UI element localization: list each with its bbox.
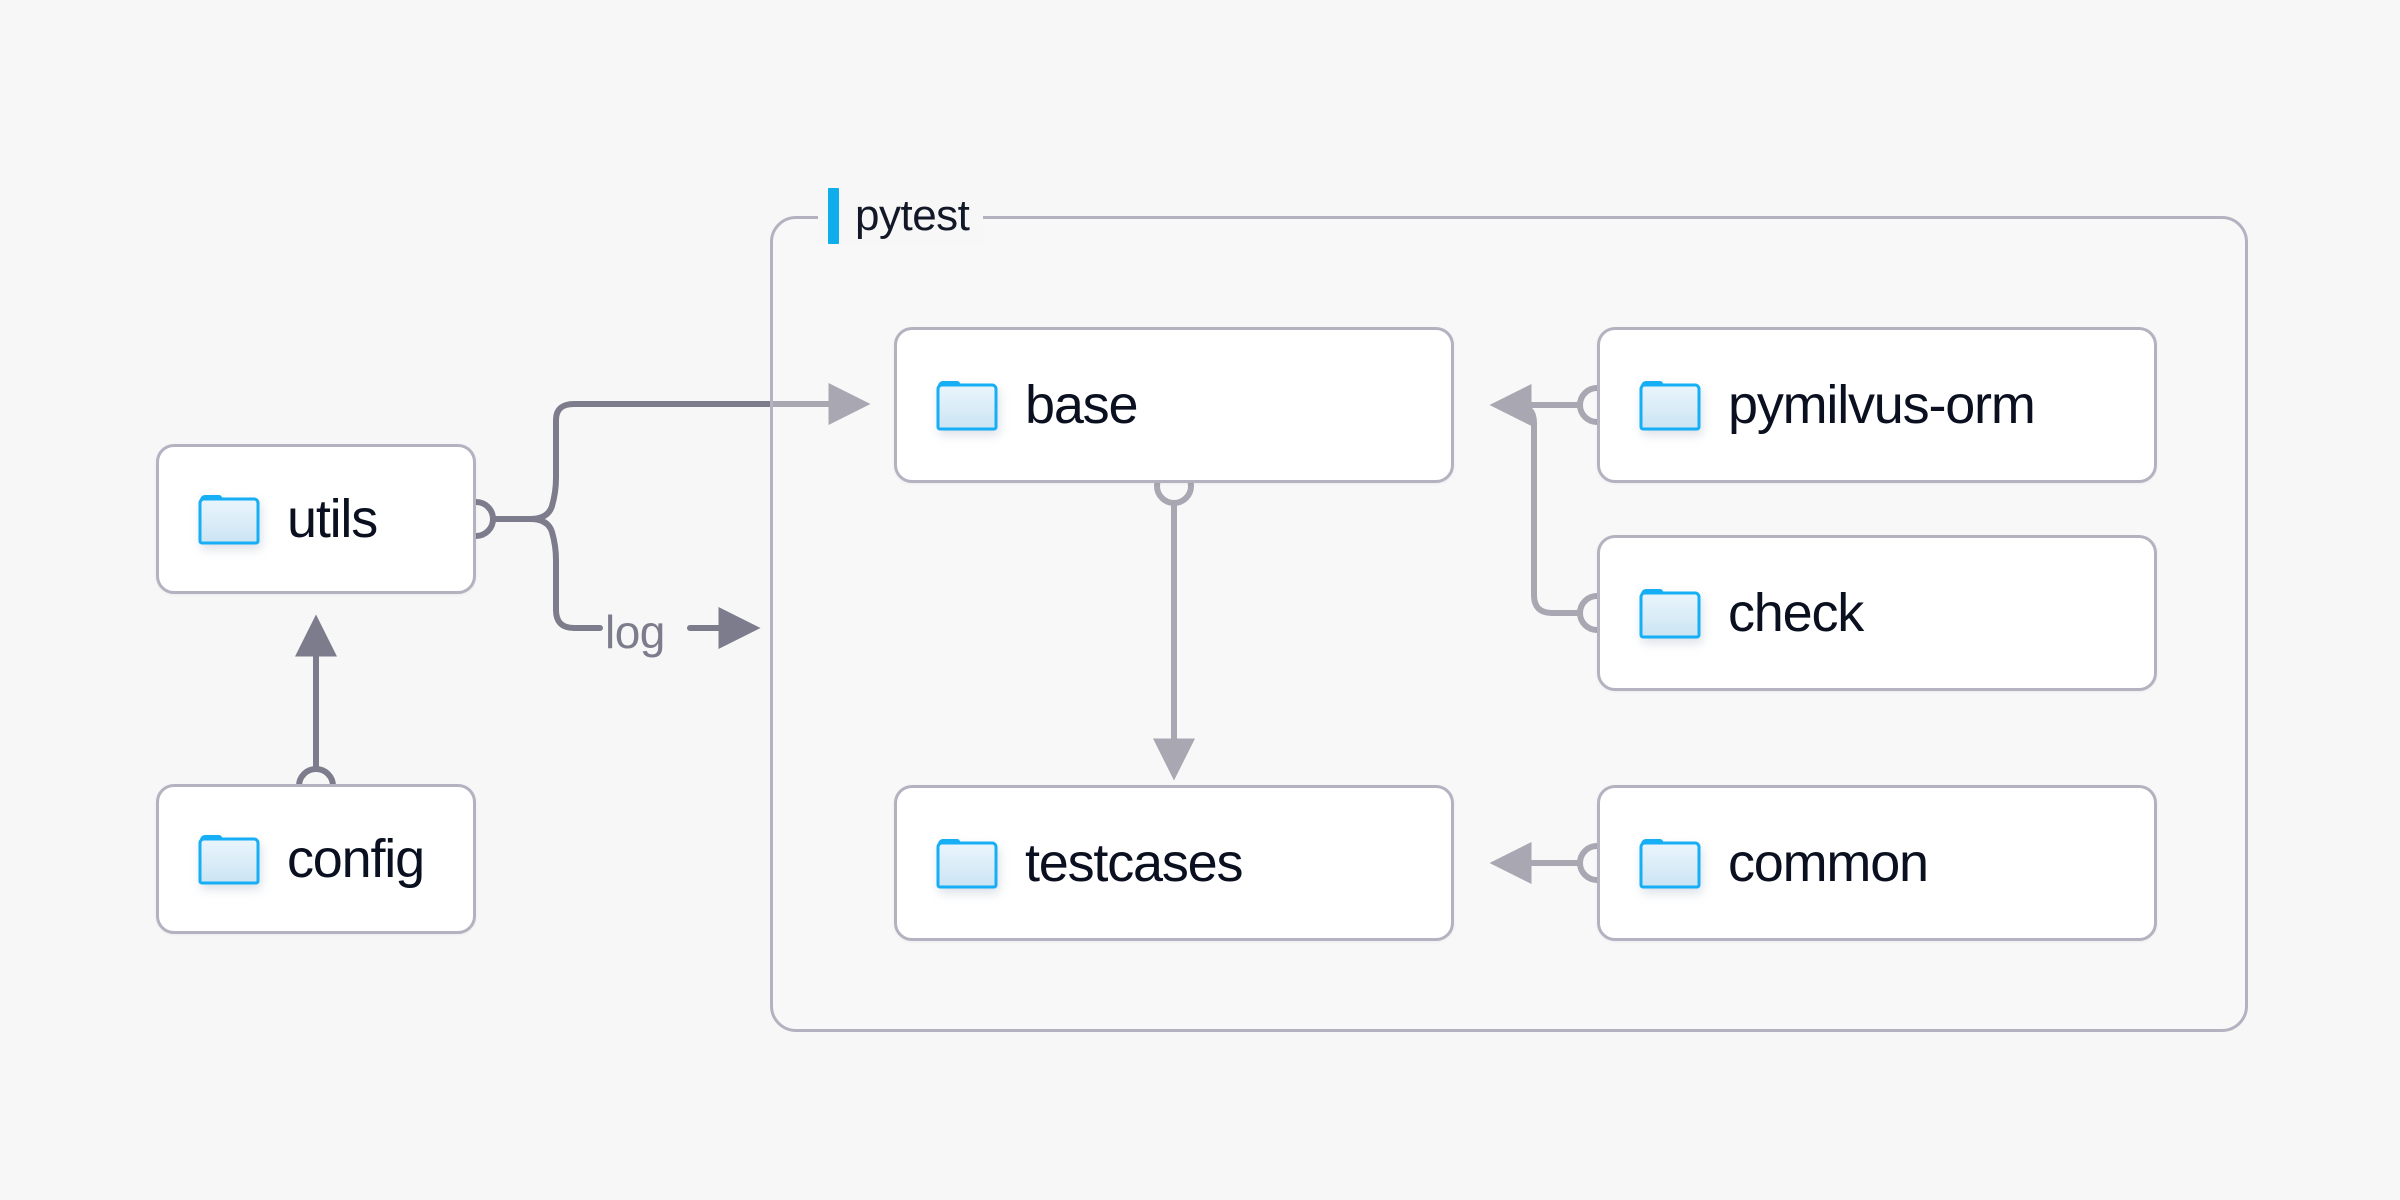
folder-icon: [935, 835, 999, 891]
accent-bar-icon: [828, 188, 839, 244]
node-pymilvus-orm[interactable]: pymilvus-orm: [1597, 327, 2157, 483]
folder-icon: [1638, 835, 1702, 891]
folder-icon: [197, 491, 261, 547]
folder-icon: [935, 377, 999, 433]
node-label: base: [1025, 375, 1139, 435]
node-label: pymilvus-orm: [1728, 375, 2036, 435]
node-testcases[interactable]: testcases: [894, 785, 1454, 941]
node-label: utils: [287, 489, 378, 549]
node-label: common: [1728, 833, 1929, 893]
folder-icon: [1638, 585, 1702, 641]
node-label: testcases: [1025, 833, 1244, 893]
node-label: config: [287, 829, 425, 889]
folder-icon: [1638, 377, 1702, 433]
node-base[interactable]: base: [894, 327, 1454, 483]
node-check[interactable]: check: [1597, 535, 2157, 691]
node-common[interactable]: common: [1597, 785, 2157, 941]
node-label: check: [1728, 583, 1864, 643]
pytest-group-label-text: pytest: [855, 191, 970, 240]
edge-label-log: log: [605, 606, 665, 658]
edge-utils-to-log: [489, 516, 603, 631]
pytest-group-label: pytest: [818, 187, 984, 245]
folder-icon: [197, 831, 261, 887]
node-config[interactable]: config: [156, 784, 476, 934]
node-utils[interactable]: utils: [156, 444, 476, 594]
